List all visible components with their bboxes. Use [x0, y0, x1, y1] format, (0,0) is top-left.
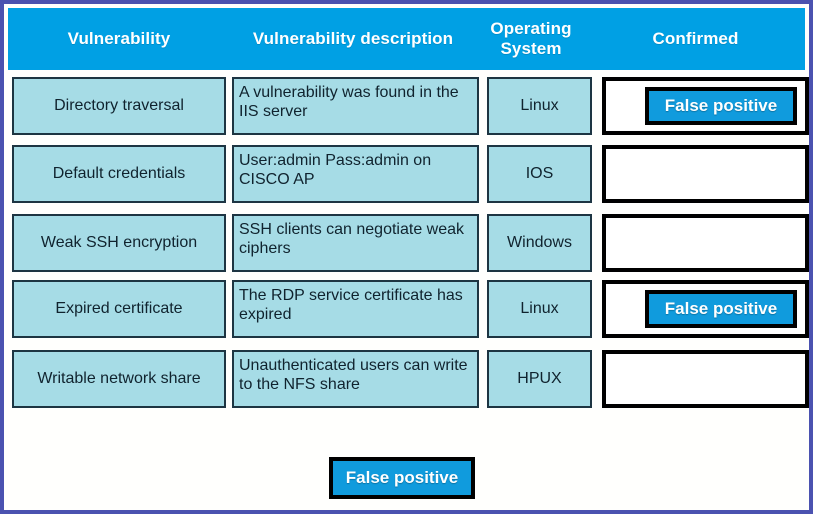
column-header-vulnerability-description: Vulnerability description [252, 29, 454, 49]
dropzone-confirmed-row-5[interactable] [602, 350, 809, 408]
table-row: Default credentials User:admin Pass:admi… [4, 145, 809, 203]
table-header-row: Vulnerability Vulnerability description … [8, 8, 805, 70]
cell-vulnerability-description: The RDP service certificate has expired [232, 280, 479, 338]
cell-operating-system: Windows [487, 214, 592, 272]
table-row: Directory traversal A vulnerability was … [4, 77, 809, 135]
cell-vulnerability: Weak SSH encryption [12, 214, 226, 272]
table-row: Expired certificate The RDP service cert… [4, 280, 809, 338]
cell-vulnerability: Directory traversal [12, 77, 226, 135]
table-row: Weak SSH encryption SSH clients can nego… [4, 214, 809, 272]
column-header-operating-system: Operating System [490, 19, 572, 58]
column-header-confirmed: Confirmed [652, 29, 739, 49]
false-positive-token[interactable]: False positive [645, 290, 797, 328]
column-header-vulnerability: Vulnerability [67, 29, 171, 49]
cell-operating-system: IOS [487, 145, 592, 203]
cell-vulnerability: Default credentials [12, 145, 226, 203]
dropzone-confirmed-row-3[interactable] [602, 214, 809, 272]
cell-vulnerability-description: Unauthenticated users can write to the N… [232, 350, 479, 408]
cell-operating-system: Linux [487, 280, 592, 338]
page-background: Vulnerability Vulnerability description … [4, 4, 809, 510]
dropzone-confirmed-row-2[interactable] [602, 145, 809, 203]
dropzone-confirmed-row-1[interactable]: False positive [602, 77, 809, 135]
dropzone-confirmed-row-4[interactable]: False positive [602, 280, 809, 338]
table-body: Directory traversal A vulnerability was … [4, 74, 809, 412]
false-positive-token-source[interactable]: False positive [329, 457, 475, 499]
table-row: Writable network share Unauthenticated u… [4, 350, 809, 408]
cell-vulnerability-description: User:admin Pass:admin on CISCO AP [232, 145, 479, 203]
cell-vulnerability-description: A vulnerability was found in the IIS ser… [232, 77, 479, 135]
cell-vulnerability-description: SSH clients can negotiate weak ciphers [232, 214, 479, 272]
false-positive-token[interactable]: False positive [645, 87, 797, 125]
cell-vulnerability: Writable network share [12, 350, 226, 408]
cell-operating-system: Linux [487, 77, 592, 135]
cell-operating-system: HPUX [487, 350, 592, 408]
token-pool: False positive [329, 457, 475, 499]
cell-vulnerability: Expired certificate [12, 280, 226, 338]
